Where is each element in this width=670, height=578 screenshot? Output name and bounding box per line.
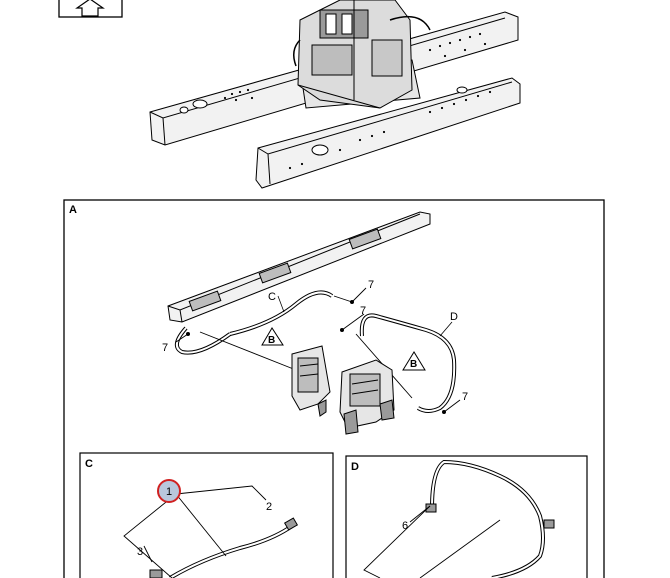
callout-1-label: 1 — [166, 486, 172, 498]
rail-rivet-dots — [223, 32, 492, 170]
panel-c-harness — [149, 517, 299, 578]
callout-6-label: 6 — [402, 520, 408, 532]
direction-arrow-box — [58, 0, 123, 18]
panel-a-label: A — [69, 204, 77, 216]
panel-c: C 1 2 3 — [79, 452, 334, 578]
harness-c — [174, 290, 334, 371]
leader-lines-7 — [175, 287, 461, 413]
callout-7-right: 7 — [462, 391, 468, 403]
panel-d-leaders — [363, 505, 501, 578]
triangle-b-left-label: B — [268, 335, 275, 346]
panel-d-harness — [425, 459, 555, 578]
triangle-b-left: B — [261, 327, 284, 346]
callout-7-left: 7 — [162, 342, 168, 354]
panel-d-label: D — [351, 461, 359, 473]
callout-1-highlight: 1 — [157, 479, 181, 503]
panel-d: D 6 — [345, 455, 588, 578]
callout-c-harness: C — [268, 291, 276, 303]
callout-3-label: 3 — [137, 546, 143, 558]
panel-c-leaders — [123, 485, 267, 578]
panel-c-label: C — [85, 458, 93, 470]
triangle-b-right: B — [402, 351, 426, 371]
callout-7-mid: 7 — [360, 305, 366, 317]
control-module-right — [339, 359, 395, 435]
up-arrow-icon — [75, 0, 105, 17]
callout-7-top: 7 — [368, 279, 374, 291]
callout-d-harness: D — [450, 311, 458, 323]
callout-2-label: 2 — [266, 501, 272, 513]
triangle-b-right-label: B — [410, 359, 417, 370]
harness-d — [355, 313, 457, 413]
frame-rail — [167, 211, 431, 323]
overview-chassis-frame — [149, 0, 521, 189]
fastener-dots — [186, 300, 446, 414]
control-module-left — [291, 345, 331, 417]
